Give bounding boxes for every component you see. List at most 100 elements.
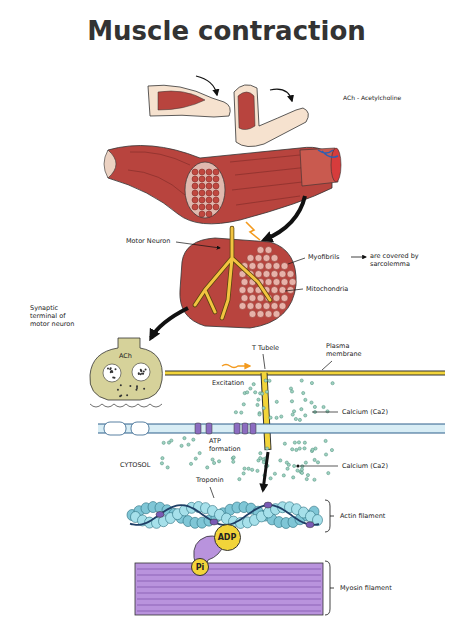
part-label: ACh - Acetylcholine: [343, 94, 401, 102]
ach-dots-part: [138, 372, 140, 374]
myofibril-dots-part: [247, 287, 254, 294]
calcium-dots-part: [161, 457, 164, 460]
synaptic-terminal: [90, 338, 163, 407]
arm-extended-part: [196, 76, 217, 95]
myofibril-dots-part: [257, 263, 264, 270]
fascicle-dots-part: [192, 176, 198, 182]
molecule-circle: ADP: [214, 524, 241, 551]
calcium-dots-part: [256, 469, 259, 472]
molecule-name: Pi: [196, 563, 205, 572]
calcium-dots-part: [298, 418, 301, 421]
myofibril-dots-part: [239, 303, 246, 310]
fascicle-dots-part: [199, 197, 205, 203]
plasma-membrane-part: [264, 373, 268, 450]
calcium-dots-part: [212, 461, 215, 464]
fascicle-dots-part: [206, 204, 212, 210]
fascicle-dots-part: [199, 204, 205, 210]
fascicle-dots-part: [199, 169, 205, 175]
calcium-dots-part: [265, 390, 268, 393]
calcium-dots-part: [269, 416, 272, 419]
myofibril-dots-part: [265, 263, 272, 270]
calcium-dots-part: [206, 466, 209, 469]
myosin-stripes-part: [137, 598, 321, 599]
calcium-dots-part: [331, 382, 334, 385]
calcium-dots-part: [160, 462, 163, 465]
calcium-dots-part: [302, 391, 305, 394]
calcium-dots-part: [294, 417, 297, 420]
calcium-dots-part: [313, 458, 316, 461]
calcium-dots-part: [247, 467, 250, 470]
fascicle-dots-part: [206, 176, 212, 182]
calcium-dots-part: [259, 457, 262, 460]
calcium-dots-part: [311, 448, 314, 451]
molecule-circle: Pi: [191, 558, 209, 576]
myofibril-dots-part: [257, 295, 264, 302]
calcium-dots-part: [286, 467, 289, 470]
part-label: Excitation: [212, 379, 244, 387]
ach-dots-part: [114, 368, 116, 370]
ach-dots-part: [143, 388, 145, 390]
muscle-fiber-bundle-part: [180, 238, 296, 328]
ach-dots-part: [136, 387, 138, 389]
calcium-dots-part: [310, 401, 313, 404]
calcium-dots-part: [295, 448, 298, 451]
calcium-dots-part: [306, 474, 309, 477]
calcium-dots-part: [265, 447, 268, 450]
myosin-stripes-part: [137, 580, 321, 581]
calcium-dots-part: [280, 415, 283, 418]
calcium-dots-part: [257, 398, 260, 401]
part-label: are covered by sarcolemma: [370, 252, 442, 268]
ach-dots-part: [143, 371, 145, 373]
myofibril-dots-part: [247, 255, 254, 262]
myofibril-dots-part: [255, 303, 262, 310]
calcium-dots-part: [198, 452, 201, 455]
leader-lines-part: [300, 466, 338, 467]
ach-dots-part: [135, 389, 137, 391]
myofibril-dots-part: [257, 311, 264, 318]
calcium-dots-part: [258, 413, 261, 416]
calcium-dots-part: [279, 459, 282, 462]
ach-dots-part: [110, 371, 112, 373]
calcium-dots-part: [262, 406, 265, 409]
myofibril-dots-part: [279, 287, 286, 294]
sarcoplasmic-reticulum-part: [104, 422, 126, 435]
myofibril-dots-part: [271, 303, 278, 310]
myosin-stripes-part: [137, 586, 321, 587]
myofibril-dots-part: [281, 295, 288, 302]
calcium-dots-part: [162, 441, 165, 444]
myofibril-dots-part: [279, 303, 286, 310]
calcium-dots-part: [252, 383, 255, 386]
fascicle-dots-part: [213, 204, 219, 210]
myofibril-dots-part: [289, 279, 296, 286]
calcium-dots-part: [183, 437, 186, 440]
calcium-dots-part: [291, 413, 294, 416]
myofibril-dots-part: [263, 255, 270, 262]
sarcoplasmic-reticulum-part: [131, 422, 149, 435]
myofibril-dots-part: [249, 311, 256, 318]
fascicle-dots-part: [213, 190, 219, 196]
synaptic-terminal-part: [132, 363, 150, 381]
sarcoplasmic-reticulum-part: [234, 423, 240, 434]
calcium-dots-part: [273, 472, 276, 475]
myofibril-dots-part: [279, 271, 286, 278]
ach-dots-part: [120, 384, 122, 386]
calcium-dots-part: [327, 472, 330, 475]
ach-dots: [107, 367, 147, 397]
fascicle-dots-part: [199, 176, 205, 182]
motor-neuron-part: [246, 222, 260, 240]
calcium-dots-part: [261, 392, 264, 395]
calcium-dots-part: [298, 447, 301, 450]
sarcoplasmic-reticulum-part: [206, 423, 212, 434]
calcium-dots-part: [282, 474, 285, 477]
calcium-dots-part: [326, 410, 329, 413]
ach-dots-part: [112, 377, 114, 379]
calcium-dots-part: [324, 453, 327, 456]
part-label: ATP formation: [209, 437, 245, 453]
calcium-dots-part: [238, 478, 241, 481]
plasma-membrane-part: [165, 372, 445, 375]
leader-lines-part: [322, 361, 332, 370]
myofibril-dots: [239, 247, 296, 318]
calcium-dots-part: [322, 405, 325, 408]
calcium-dots-part: [303, 441, 306, 444]
calcium-dots-part: [246, 391, 249, 394]
